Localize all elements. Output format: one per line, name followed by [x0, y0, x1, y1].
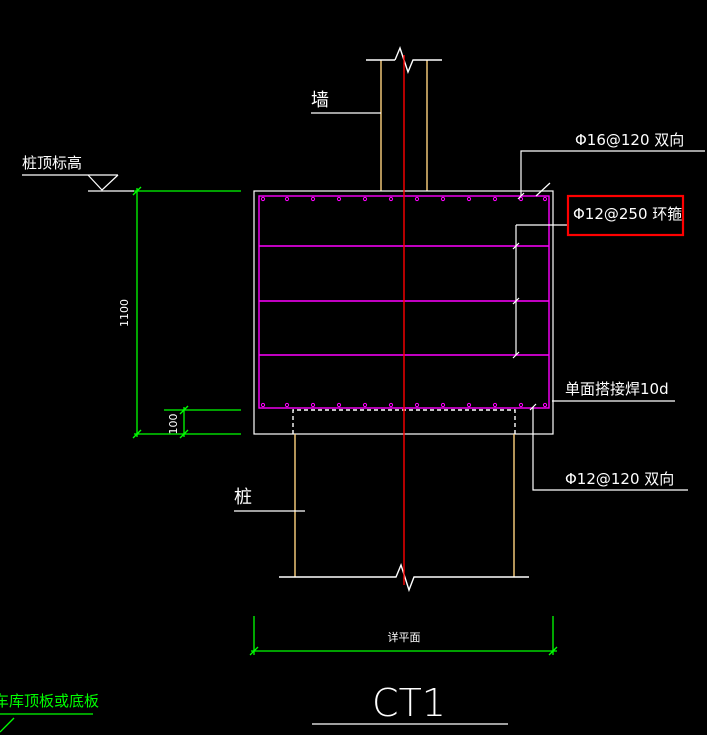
width-dimension-label: 详平面 — [388, 630, 421, 644]
wall — [366, 46, 442, 191]
rebar-dots-top — [260, 196, 548, 202]
drawing-title: CT1 — [372, 681, 446, 725]
pile-label: 桩 — [234, 487, 252, 508]
pile-break-symbol — [279, 562, 529, 593]
highlight-box — [566, 194, 685, 237]
weld-label: 单面搭接焊10d — [565, 380, 669, 398]
rebar-top-label: Φ16@120 双向 — [575, 131, 684, 149]
width-dimension — [249, 616, 558, 656]
rebar-hoop-leader — [512, 224, 568, 359]
rebar-top-leader — [517, 150, 705, 200]
rebar-bottom-label: Φ12@120 双向 — [565, 470, 674, 488]
elevation-symbol — [22, 174, 134, 192]
wall-label: 墙 — [311, 90, 329, 111]
rebar-dots-bottom — [260, 402, 548, 408]
rebar-hoop-label: Φ12@250 环箍 — [573, 205, 682, 223]
pile-top-elevation-label: 桩顶标高 — [22, 154, 82, 172]
height-dimension — [132, 186, 241, 439]
dim-height-label: 1100 — [118, 299, 131, 327]
bottom-left-note: 车库顶板或底板 — [0, 692, 99, 710]
dim-cover-label: 100 — [167, 414, 180, 435]
wall-break-symbol — [394, 46, 442, 74]
rebar-bottom-leader — [529, 403, 688, 491]
bottom-left-note-tick — [0, 717, 15, 733]
